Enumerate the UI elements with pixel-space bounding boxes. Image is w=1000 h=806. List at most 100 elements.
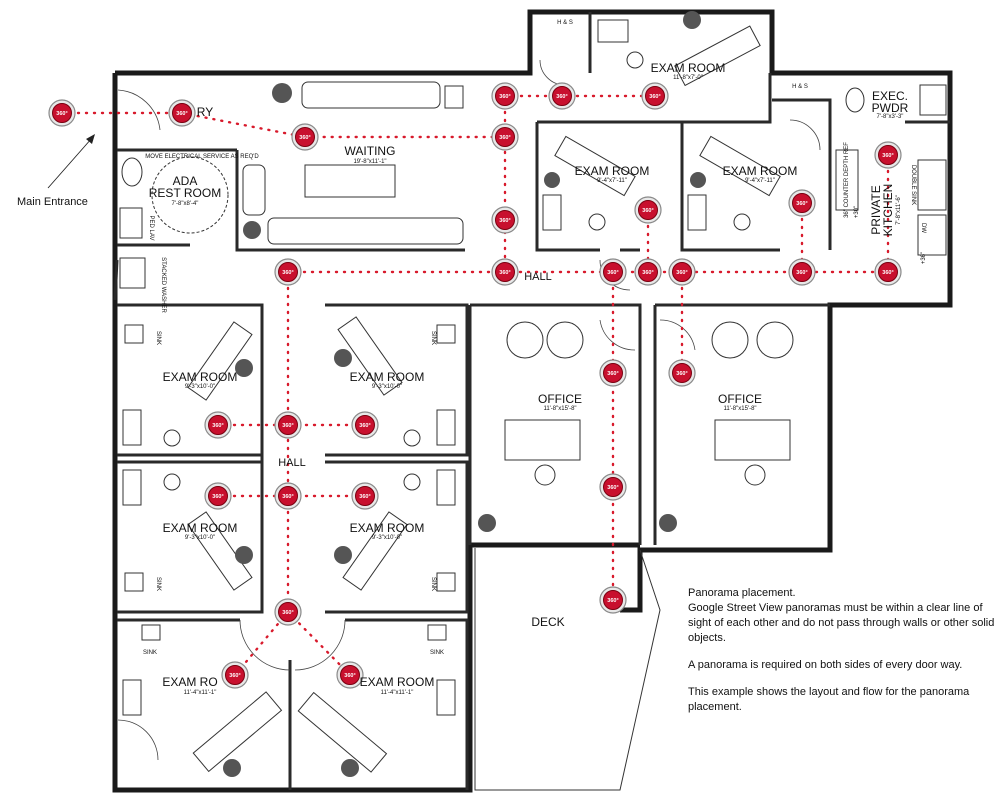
plants — [223, 11, 706, 777]
panorama-marker-label: 360° — [882, 270, 893, 276]
panorama-marker-label: 360° — [556, 94, 567, 100]
panorama-marker-label: 360° — [607, 270, 618, 276]
panorama-marker-icon: 360° — [491, 82, 519, 110]
exam-r1-dim: 9'-3"x10'-0" — [372, 384, 402, 390]
panorama-marker-label: 360° — [796, 201, 807, 207]
private-kitchen-1: PRIVATE — [869, 185, 883, 235]
exam-r2-dim: 9'-3"x10'-0" — [372, 535, 402, 541]
sink-label-3: SINK — [155, 577, 161, 591]
dw-label: DW — [920, 223, 926, 233]
panorama-marker-icon: 360° — [599, 359, 627, 387]
panorama-marker-label: 360° — [499, 135, 510, 141]
furniture — [117, 19, 947, 773]
panorama-marker-label: 360° — [282, 423, 293, 429]
panorama-marker-icon: 360° — [599, 258, 627, 286]
exam-l3-dim: 11'-4"x11'-1" — [184, 690, 217, 696]
office-right-dim: 11'-8"x15'-8" — [723, 406, 756, 412]
panorama-marker-label: 360° — [607, 371, 618, 377]
move-electrical-label: MOVE ELECTRICAL SERVICE AS REQ'D — [145, 154, 259, 160]
panorama-marker-label: 360° — [344, 673, 355, 679]
panorama-markers: 360° 360° 360° 360° 360° 360° 360° 360° 360° 360°… — [48, 82, 902, 689]
panorama-marker-label: 360° — [649, 94, 660, 100]
exam-l1-name: EXAM ROOM — [163, 370, 238, 384]
panorama-marker-label: 360° — [796, 270, 807, 276]
private-kitchen-dim: 7'-8"x11'-6" — [896, 195, 902, 225]
sink-label-1: SINK — [155, 331, 161, 345]
panorama-marker-label: 360° — [282, 494, 293, 500]
panorama-marker-label: 360° — [282, 610, 293, 616]
panorama-marker-icon: 360° — [788, 189, 816, 217]
exec-pwdr-2: PWDR — [872, 101, 909, 115]
panorama-marker-icon: 360° — [548, 82, 576, 110]
panorama-marker-icon: 360° — [874, 141, 902, 169]
panorama-marker-icon: 360° — [634, 258, 662, 286]
ada-label-2: REST ROOM — [149, 186, 221, 200]
private-kitchen-2: KITCHEN — [881, 184, 895, 237]
exam-mid-right-name: EXAM ROOM — [723, 164, 798, 178]
panorama-marker-label: 360° — [676, 371, 687, 377]
panorama-marker-icon: 360° — [634, 196, 662, 224]
stacked-washer-label: STACKED WASHER — [160, 257, 166, 313]
office-left-name: OFFICE — [538, 392, 582, 406]
hs-label-1: H & S — [557, 20, 573, 26]
panorama-marker-icon: 360° — [168, 99, 196, 127]
panorama-marker-icon: 360° — [599, 586, 627, 614]
panorama-marker-label: 360° — [359, 423, 370, 429]
panorama-marker-icon: 360° — [491, 123, 519, 151]
sink-label-5: SINK — [143, 650, 157, 656]
exam-top-dim: 11'-8"x7'-0" — [673, 75, 703, 81]
panorama-marker-icon: 360° — [48, 99, 76, 127]
exam-r3-name: EXAM ROOM — [360, 675, 435, 689]
building-walls — [112, 9, 953, 793]
panorama-marker-label: 360° — [359, 494, 370, 500]
panorama-marker-icon: 360° — [336, 661, 364, 689]
hall-left-label: HALL — [278, 457, 306, 469]
main-entrance-label: Main Entrance — [17, 196, 88, 208]
panorama-marker-icon: 360° — [274, 598, 302, 626]
dim-36: +36" — [921, 252, 927, 264]
office-right-name: OFFICE — [718, 392, 762, 406]
panorama-marker-label: 360° — [176, 111, 187, 117]
panorama-marker-icon: 360° — [351, 411, 379, 439]
exam-mid-right-dim: 9'-4"x7'-11" — [745, 178, 775, 184]
panorama-marker-label: 360° — [676, 270, 687, 276]
panorama-marker-icon: 360° — [491, 258, 519, 286]
ped-lav-label: PED LAV — [148, 216, 154, 241]
panorama-marker-label: 360° — [607, 598, 618, 604]
panorama-marker-label: 360° — [212, 423, 223, 429]
panorama-marker-label: 360° — [499, 94, 510, 100]
exec-pwdr-dim: 7'-8"x3'-3" — [877, 114, 904, 120]
exam-l2-dim: 9'-3"x10'-0" — [185, 535, 215, 541]
panorama-marker-icon: 360° — [221, 661, 249, 689]
deck-label: DECK — [531, 615, 564, 629]
panorama-marker-label: 360° — [642, 270, 653, 276]
panorama-marker-icon: 360° — [491, 206, 519, 234]
panorama-marker-label: 360° — [56, 111, 67, 117]
panorama-marker-icon: 360° — [274, 258, 302, 286]
note-p2: A panorama is required on both sides of … — [688, 659, 963, 671]
exam-top-name: EXAM ROOM — [651, 61, 726, 75]
panorama-marker-label: 360° — [607, 485, 618, 491]
note-p3: This example shows the layout and flow f… — [688, 686, 970, 713]
panorama-marker-label: 360° — [212, 494, 223, 500]
sink-label-4: SINK — [430, 577, 436, 591]
panorama-marker-label: 360° — [882, 153, 893, 159]
hs-label-2: H & S — [792, 84, 808, 90]
ada-dim: 7'-8"x8'-4" — [172, 201, 199, 207]
panorama-marker-label: 360° — [499, 270, 510, 276]
waiting-label: WAITING — [345, 144, 396, 158]
panorama-marker-icon: 360° — [274, 411, 302, 439]
panorama-note: Panorama placement.Google Street View pa… — [688, 586, 998, 727]
panorama-marker-label: 360° — [499, 218, 510, 224]
panorama-marker-icon: 360° — [641, 82, 669, 110]
waiting-dim: 19'-8"x11'-1" — [353, 159, 386, 165]
note-title-and-p1: Panorama placement.Google Street View pa… — [688, 586, 998, 646]
room-labels: RY WAITING 19'-8"x11'-1" ADA REST ROOM 7… — [143, 20, 927, 696]
note-title: Panorama placement. — [688, 587, 796, 599]
main-entrance-arrow — [47, 134, 95, 189]
sink-label-2: SINK — [430, 331, 436, 345]
exam-l3-name: EXAM RO — [162, 675, 217, 689]
panorama-marker-label: 360° — [299, 135, 310, 141]
sink-label-6: SINK — [430, 650, 444, 656]
